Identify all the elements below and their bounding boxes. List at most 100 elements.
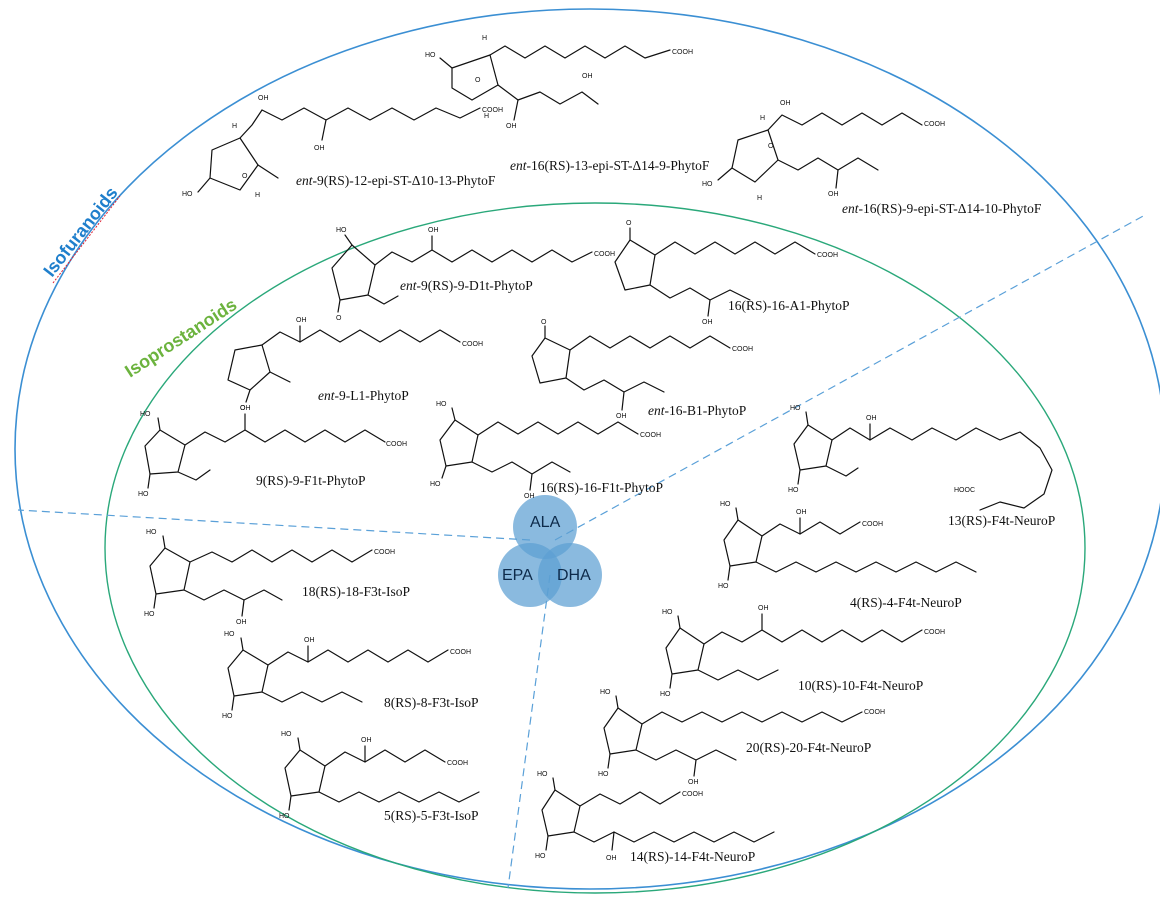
label-neurop-20: 20(RS)-20-F4t-NeuroP bbox=[746, 740, 871, 755]
divider-lower bbox=[507, 574, 551, 889]
molecule-phytop-f1-9: COOH HO HO OH 9(RS)-9-F1t-PhytoP bbox=[138, 405, 407, 498]
atom-label: HO bbox=[720, 501, 731, 508]
atom-label: COOH bbox=[864, 709, 885, 716]
atom-label: COOH bbox=[450, 649, 471, 656]
atom-label: HO bbox=[660, 691, 671, 698]
atom-label: HO bbox=[600, 689, 611, 696]
atom-label: OH bbox=[702, 319, 713, 326]
label-phytof-c: ent-16(RS)-9-epi-ST-Δ14-10-PhytoF bbox=[842, 201, 1042, 216]
molecule-neurop-10: COOH HO HO OH 10(RS)-10-F4t-NeuroP bbox=[660, 605, 945, 698]
divider-left bbox=[17, 509, 531, 541]
atom-label: COOH bbox=[462, 341, 483, 348]
atom-label: HO bbox=[146, 529, 157, 536]
molecule-neurop-13: HOOC HO HO OH 13(RS)-F4t-NeuroP bbox=[788, 405, 1055, 528]
label-phytop-b1: ent-16-B1-PhytoP bbox=[648, 403, 746, 418]
venn-diagram: ALA EPA DHA bbox=[498, 495, 602, 607]
atom-label: OH bbox=[258, 95, 269, 102]
atom-label: OH bbox=[296, 317, 307, 324]
atom-label: HO bbox=[336, 227, 347, 234]
atom-label: COOH bbox=[732, 346, 753, 353]
atom-label: COOH bbox=[447, 760, 468, 767]
label-neurop-10: 10(RS)-10-F4t-NeuroP bbox=[798, 678, 923, 693]
isofuranoids-underline bbox=[52, 195, 121, 284]
atom-label: OH bbox=[240, 405, 251, 412]
label-isop-18: 18(RS)-18-F3t-IsoP bbox=[302, 584, 410, 599]
atom-label: COOH bbox=[482, 107, 503, 114]
molecule-phytop-a1: COOH O OH 16(RS)-16-A1-PhytoP bbox=[614, 220, 850, 326]
label-phytof-b: ent-9(RS)-12-epi-ST-Δ10-13-PhytoF bbox=[296, 173, 496, 188]
molecule-isop-8: COOH HO HO OH 8(RS)-8-F3t-IsoP bbox=[222, 631, 479, 720]
atom-label: COOH bbox=[817, 252, 838, 259]
label-neurop-4: 4(RS)-4-F4t-NeuroP bbox=[850, 595, 962, 610]
atom-label: HO bbox=[790, 405, 801, 412]
atom-label: OH bbox=[314, 145, 325, 152]
atom-label: H bbox=[757, 195, 762, 202]
molecule-phytop-l1: COOH OH O ent-9-L1-PhytoP bbox=[227, 317, 483, 412]
venn-ala-circle bbox=[513, 495, 577, 559]
molecule-neurop-20: COOH HO HO OH 20(RS)-20-F4t-NeuroP bbox=[598, 689, 885, 786]
venn-epa-label: EPA bbox=[502, 567, 533, 584]
label-neurop-14: 14(RS)-14-F4t-NeuroP bbox=[630, 849, 755, 864]
atom-label: HO bbox=[718, 583, 729, 590]
atom-label: COOH bbox=[924, 629, 945, 636]
atom-label: O bbox=[336, 315, 342, 322]
atom-label: OH bbox=[428, 227, 439, 234]
atom-label: OH bbox=[582, 73, 593, 80]
atom-label: H bbox=[484, 113, 489, 120]
atom-label: HO bbox=[702, 181, 713, 188]
molecule-phytof-c: COOH OH HO OH O H H ent-16(RS)-9-epi-ST-… bbox=[702, 100, 1042, 216]
atom-label: HO bbox=[222, 713, 233, 720]
atom-label: OH bbox=[304, 637, 315, 644]
atom-label: OH bbox=[506, 123, 517, 130]
atom-label: OH bbox=[616, 413, 627, 420]
label-phytop-f1-16: 16(RS)-16-F1t-PhytoP bbox=[540, 480, 663, 495]
label-isop-8: 8(RS)-8-F3t-IsoP bbox=[384, 695, 479, 710]
molecule-phytop-d1: COOH HO OH O ent-9(RS)-9-D1t-PhytoP bbox=[331, 227, 615, 322]
label-phytop-l1: ent-9-L1-PhytoP bbox=[318, 388, 409, 403]
label-isop-5: 5(RS)-5-F3t-IsoP bbox=[384, 808, 479, 823]
atom-label: HO bbox=[436, 401, 447, 408]
atom-label: OH bbox=[688, 779, 699, 786]
atom-label: H bbox=[482, 35, 487, 42]
venn-ala-label: ALA bbox=[530, 514, 561, 531]
atom-label: HO bbox=[144, 611, 155, 618]
molecule-phytof-b: COOH OH OH HO O H H ent-9(RS)-12-epi-ST-… bbox=[182, 95, 503, 199]
venn-dha-label: DHA bbox=[557, 567, 591, 584]
atom-label: HO bbox=[138, 491, 149, 498]
atom-label: HO bbox=[182, 191, 193, 198]
isoprostanoids-title: Isoprostanoids bbox=[121, 294, 240, 381]
molecule-phytop-f1-16: COOH HO HO OH 16(RS)-16-F1t-PhytoP bbox=[430, 401, 663, 500]
atom-label: HO bbox=[425, 52, 436, 59]
label-phytof-a: ent-16(RS)-13-epi-ST-Δ14-9-PhytoF bbox=[510, 158, 710, 173]
isoprostanoids-ellipse bbox=[104, 202, 1086, 894]
molecule-phytop-b1: COOH O OH ent-16-B1-PhytoP bbox=[531, 319, 753, 420]
atom-label: O bbox=[768, 143, 774, 150]
atom-label: OH bbox=[780, 100, 791, 107]
label-phytop-f1-9: 9(RS)-9-F1t-PhytoP bbox=[256, 473, 366, 488]
atom-label: HO bbox=[279, 813, 290, 820]
atom-label: HO bbox=[140, 411, 151, 418]
atom-label: O bbox=[240, 405, 246, 412]
atom-label: OH bbox=[758, 605, 769, 612]
label-phytop-a1: 16(RS)-16-A1-PhytoP bbox=[728, 298, 850, 313]
atom-label: H bbox=[232, 123, 237, 130]
atom-label: O bbox=[475, 77, 481, 84]
atom-label: OH bbox=[361, 737, 372, 744]
atom-label: OH bbox=[606, 855, 617, 862]
atom-label: HO bbox=[281, 731, 292, 738]
atom-label: OH bbox=[524, 493, 535, 500]
venn-dha-circle bbox=[538, 543, 602, 607]
label-phytop-d1: ent-9(RS)-9-D1t-PhytoP bbox=[400, 278, 533, 293]
atom-label: COOH bbox=[374, 549, 395, 556]
molecule-neurop-14: COOH HO HO OH 14(RS)-14-F4t-NeuroP bbox=[535, 771, 775, 864]
label-neurop-13: 13(RS)-F4t-NeuroP bbox=[948, 513, 1055, 528]
molecule-isop-18: COOH HO HO OH 18(RS)-18-F3t-IsoP bbox=[144, 529, 410, 626]
atom-label: HO bbox=[662, 609, 673, 616]
isofuranoids-title: Isofuranoids bbox=[39, 183, 121, 280]
atom-label: O bbox=[541, 319, 547, 326]
divider-upper-right bbox=[554, 214, 1146, 541]
sector-dividers bbox=[17, 214, 1146, 889]
molecule-phytof-a: COOH HO OH OH O H H ent-16(RS)-13-epi-ST… bbox=[425, 35, 710, 173]
atom-label: HO bbox=[537, 771, 548, 778]
